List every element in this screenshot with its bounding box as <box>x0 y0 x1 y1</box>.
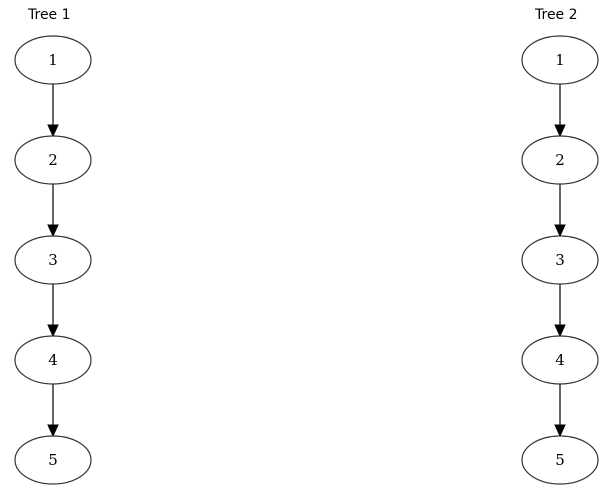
node-label: 4 <box>48 351 58 369</box>
node-label: 1 <box>555 51 565 69</box>
node-label: 5 <box>555 451 565 469</box>
node-5: 5 <box>14 435 92 485</box>
tree-2: 1 2 3 4 5 <box>521 35 599 485</box>
node-2: 2 <box>521 135 599 185</box>
node-1: 1 <box>521 35 599 85</box>
node-5: 5 <box>521 435 599 485</box>
node-label: 3 <box>48 251 58 269</box>
node-label: 2 <box>48 151 58 169</box>
edge-2-3 <box>47 184 59 238</box>
arrowhead-icon <box>554 124 566 138</box>
edge-4-5 <box>47 384 59 438</box>
node-1: 1 <box>14 35 92 85</box>
node-4: 4 <box>14 335 92 385</box>
arrowhead-icon <box>554 424 566 438</box>
node-label: 4 <box>555 351 565 369</box>
tree-2-title: Tree 2 <box>535 7 578 23</box>
node-label: 2 <box>555 151 565 169</box>
arrowhead-icon <box>47 424 59 438</box>
node-3: 3 <box>14 235 92 285</box>
node-4: 4 <box>521 335 599 385</box>
tree-1-title: Tree 1 <box>28 7 71 23</box>
edge-3-4 <box>554 284 566 338</box>
node-2: 2 <box>14 135 92 185</box>
node-label: 1 <box>48 51 58 69</box>
node-3: 3 <box>521 235 599 285</box>
node-label: 5 <box>48 451 58 469</box>
arrowhead-icon <box>554 224 566 238</box>
edge-1-2 <box>47 84 59 138</box>
edge-2-3 <box>554 184 566 238</box>
tree-1: 1 2 3 4 5 <box>14 35 92 485</box>
arrowhead-icon <box>47 324 59 338</box>
edge-4-5 <box>554 384 566 438</box>
edge-3-4 <box>47 284 59 338</box>
arrowhead-icon <box>47 124 59 138</box>
edge-1-2 <box>554 84 566 138</box>
arrowhead-icon <box>47 224 59 238</box>
arrowhead-icon <box>554 324 566 338</box>
node-label: 3 <box>555 251 565 269</box>
